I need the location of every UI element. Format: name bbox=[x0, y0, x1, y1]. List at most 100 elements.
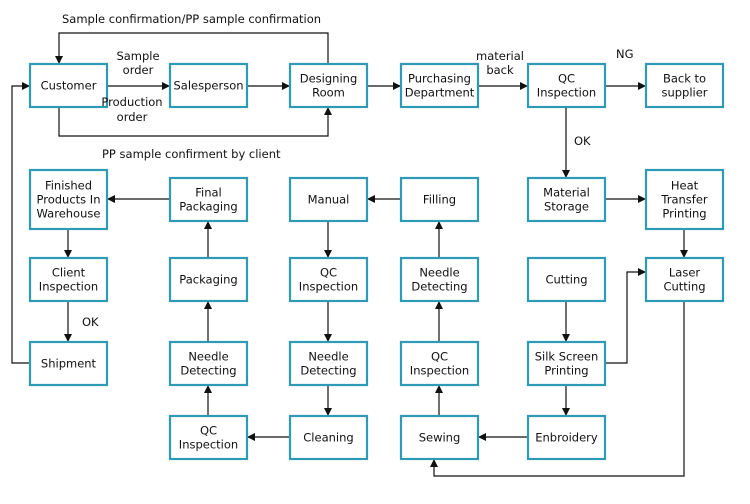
box-border bbox=[168, 340, 249, 387]
node-label: Department bbox=[405, 86, 475, 100]
label-pp-sample-confirm: PP sample confirment by client bbox=[102, 147, 281, 161]
box-border bbox=[168, 414, 249, 461]
label-sample-order: Sample bbox=[116, 49, 159, 63]
label-ng: NG bbox=[616, 47, 634, 61]
box-border bbox=[28, 168, 109, 231]
node-label: Purchasing bbox=[408, 72, 471, 86]
node-label: Cleaning bbox=[303, 431, 353, 445]
node-customer: Customer bbox=[28, 62, 109, 109]
node-label: Detecting bbox=[180, 364, 236, 378]
node-label: Detecting bbox=[300, 364, 356, 378]
node-label: Designing bbox=[300, 72, 358, 86]
node-label: Needle bbox=[419, 266, 459, 280]
node-label: Enbroidery bbox=[535, 431, 598, 445]
node-label: Inspection bbox=[537, 86, 596, 100]
box-border bbox=[168, 256, 249, 303]
box-border bbox=[526, 62, 607, 109]
connectors bbox=[11, 32, 688, 477]
node-label: Products In bbox=[37, 193, 101, 207]
node-label: Cutting bbox=[663, 280, 705, 294]
arrow-shipment-to-customer bbox=[11, 82, 30, 364]
box-border bbox=[644, 256, 725, 303]
node-label: Needle bbox=[188, 350, 228, 364]
node-label: Inspection bbox=[39, 280, 98, 294]
box-border bbox=[526, 256, 607, 303]
node-label: Printing bbox=[662, 207, 706, 221]
node-label: QC bbox=[320, 266, 337, 280]
node-label: Final bbox=[195, 186, 222, 200]
box-border bbox=[288, 256, 369, 303]
node-label: Inspection bbox=[299, 280, 358, 294]
node-label: Heat bbox=[671, 179, 699, 193]
node-label: Finished bbox=[45, 179, 92, 193]
label-sample-order: order bbox=[123, 63, 154, 77]
box-border bbox=[644, 62, 725, 109]
label-ok: OK bbox=[82, 315, 99, 329]
box-border bbox=[28, 62, 109, 109]
node-label: Cutting bbox=[545, 273, 587, 287]
box-border bbox=[288, 340, 369, 387]
node-label: Packaging bbox=[179, 273, 237, 287]
box-border bbox=[28, 256, 109, 303]
node-cleaning: Cleaning bbox=[288, 414, 369, 461]
node-label: Storage bbox=[544, 200, 589, 214]
node-label: Transfer bbox=[660, 193, 708, 207]
node-label: Inspection bbox=[410, 364, 469, 378]
node-label: Printing bbox=[544, 364, 588, 378]
box-border bbox=[526, 414, 607, 461]
node-cutting: Cutting bbox=[526, 256, 607, 303]
node-label: Shipment bbox=[41, 357, 97, 371]
edge-labels: Sample confirmation/PP sample confirmati… bbox=[62, 12, 634, 329]
label-production-order: order bbox=[117, 110, 148, 124]
node-shipment: Shipment bbox=[28, 340, 109, 387]
node-label: Manual bbox=[308, 193, 350, 207]
label-production-order: Production bbox=[101, 95, 162, 109]
node-label: Laser bbox=[669, 266, 701, 280]
box-border bbox=[526, 176, 607, 223]
arrow-silk-to-laser bbox=[605, 268, 646, 364]
node-label: Sewing bbox=[419, 431, 461, 445]
node-label: Salesperson bbox=[173, 79, 243, 93]
node-label: Detecting bbox=[411, 280, 467, 294]
node-label: Packaging bbox=[179, 200, 237, 214]
node-label: QC bbox=[558, 72, 575, 86]
node-label: Silk Screen bbox=[535, 350, 599, 364]
arrow-laser-to-sewing bbox=[430, 301, 685, 477]
label-material-back: back bbox=[486, 63, 514, 77]
node-label: Inspection bbox=[179, 438, 238, 452]
box-border bbox=[399, 340, 480, 387]
node-packaging: Packaging bbox=[168, 256, 249, 303]
node-label: Filling bbox=[423, 193, 456, 207]
node-label: Room bbox=[312, 86, 345, 100]
box-border bbox=[168, 176, 249, 223]
node-salesperson: Salesperson bbox=[168, 62, 249, 109]
node-label: QC bbox=[200, 424, 217, 438]
box-border bbox=[288, 62, 369, 109]
box-border bbox=[168, 62, 249, 109]
box-border bbox=[399, 176, 480, 223]
box-border bbox=[399, 62, 480, 109]
node-filling: Filling bbox=[399, 176, 480, 223]
node-label: Warehouse bbox=[37, 207, 101, 221]
node-manual: Manual bbox=[288, 176, 369, 223]
label-sample-confirmation: Sample confirmation/PP sample confirmati… bbox=[62, 12, 321, 26]
box-border bbox=[28, 340, 109, 387]
node-label: Client bbox=[52, 266, 86, 280]
